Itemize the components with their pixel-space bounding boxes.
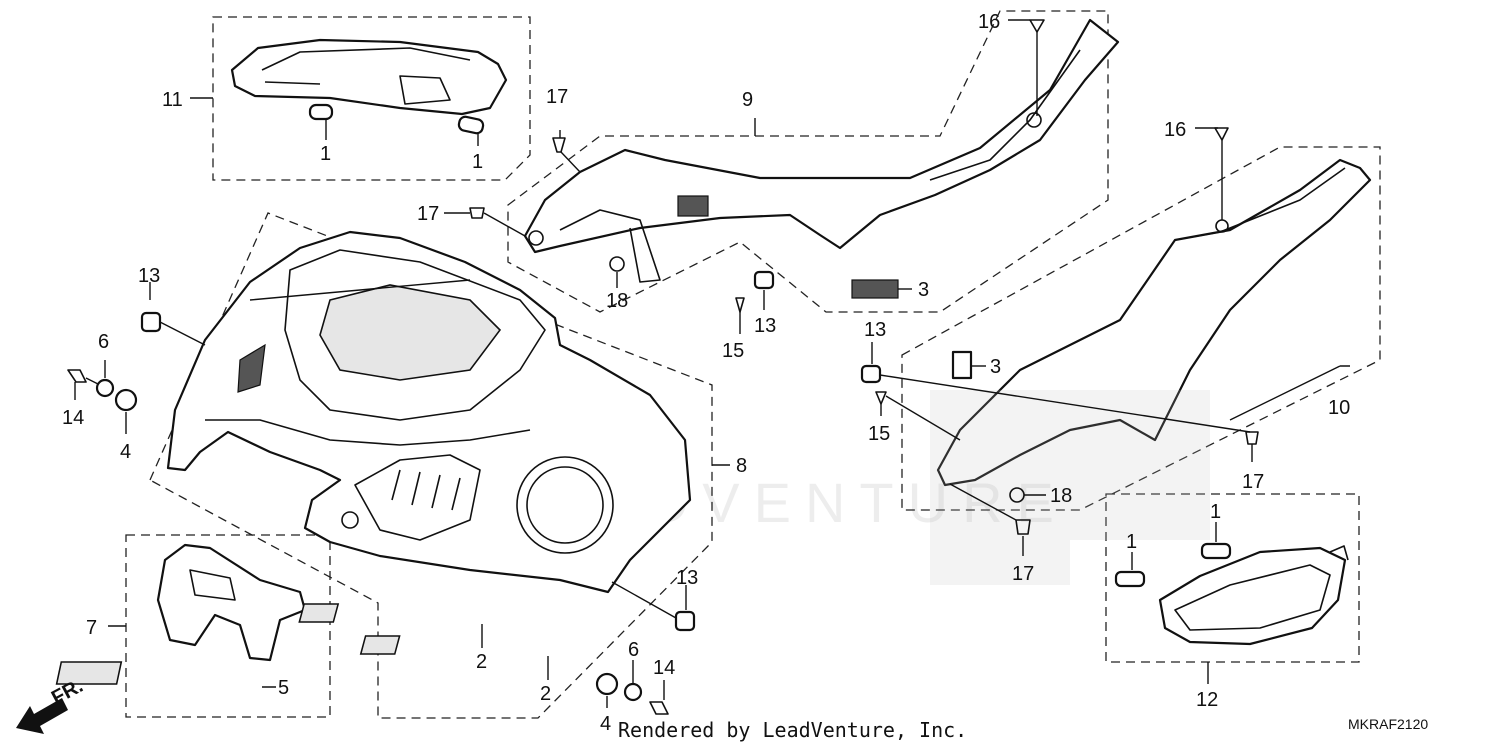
part-3-pad-b	[951, 350, 973, 380]
part-1-clip-a	[308, 103, 334, 121]
callout-4: 4	[600, 713, 611, 735]
part-14-screw-a	[67, 369, 87, 383]
part-13-nut-c	[674, 610, 696, 632]
callout-16: 16	[1164, 119, 1186, 141]
part-11-housing	[230, 38, 508, 116]
part-2-pad-b	[359, 635, 401, 655]
part-1-clip-b	[457, 115, 485, 135]
part-8-front-cowl	[166, 230, 692, 594]
part-2-pad-a	[298, 603, 340, 623]
callout-9: 9	[742, 89, 753, 111]
front-direction-arrow	[16, 698, 68, 734]
callout-14: 14	[62, 407, 84, 429]
part-6-washer-b	[623, 682, 643, 702]
part-5-pad	[55, 661, 123, 685]
callout-1: 1	[1210, 501, 1221, 523]
group-box-9	[507, 10, 1109, 313]
callout-15: 15	[722, 340, 744, 362]
callout-7: 7	[86, 617, 97, 639]
callout-17: 17	[1242, 471, 1264, 493]
callout-6: 6	[628, 639, 639, 661]
callout-13: 13	[754, 315, 776, 337]
part-15-screw-a	[735, 297, 745, 313]
callout-2: 2	[540, 683, 551, 705]
callout-5: 5	[278, 677, 289, 699]
part-17-bolt-a	[552, 137, 566, 153]
part-13-nut-b	[140, 311, 162, 333]
callout-8: 8	[736, 455, 747, 477]
group-box-8	[149, 212, 713, 719]
callout-6: 6	[98, 331, 109, 353]
callout-18: 18	[1050, 485, 1072, 507]
callout-17: 17	[1012, 563, 1034, 585]
callout-17: 17	[417, 203, 439, 225]
part-3-pad-a	[851, 279, 899, 299]
part-7-inner-cover	[156, 543, 307, 662]
callout-2: 2	[476, 651, 487, 673]
group-box-11	[212, 16, 531, 181]
part-1-clip-c	[1114, 570, 1146, 588]
diagram-code: MKRAF2120	[1348, 716, 1429, 732]
part-16-clip-a	[1029, 19, 1045, 33]
part-9-upper-cover	[523, 18, 1120, 283]
callout-12: 12	[1196, 689, 1218, 711]
callout-4: 4	[120, 441, 131, 463]
part-12-lamp-housing	[1158, 545, 1349, 646]
callout-18: 18	[606, 290, 628, 312]
callout-13: 13	[676, 567, 698, 589]
callout-13: 13	[864, 319, 886, 341]
callout-10: 10	[1328, 397, 1350, 419]
part-17-bolt-d	[1015, 519, 1031, 535]
part-14-screw-b	[649, 701, 669, 715]
callout-16: 16	[978, 11, 1000, 33]
part-10-lower-cover	[936, 158, 1372, 487]
part-1-clip-d	[1200, 542, 1232, 560]
part-16-clip-b	[1214, 127, 1229, 141]
part-13-nut-a	[753, 270, 775, 290]
group-box-12	[1105, 493, 1360, 663]
part-4-grommet-a	[114, 388, 138, 412]
callout-14: 14	[653, 657, 675, 679]
callout-15: 15	[868, 423, 890, 445]
part-13-nut-d	[860, 364, 882, 384]
part-18-grommet-a	[609, 256, 625, 272]
callout-3: 3	[918, 279, 929, 301]
part-17-bolt-c	[1245, 431, 1259, 445]
credit-text: Rendered by LeadVenture, Inc.	[618, 718, 968, 742]
part-17-bolt-b	[469, 207, 485, 219]
callout-3: 3	[990, 356, 1001, 378]
part-4-grommet-b	[595, 672, 619, 696]
callout-17: 17	[546, 86, 568, 108]
part-15-screw-b	[875, 391, 887, 405]
part-10-dot-shading	[930, 390, 1210, 585]
part-6-washer-a	[95, 378, 115, 398]
callout-11: 11	[162, 89, 183, 111]
callout-1: 1	[472, 151, 483, 173]
callout-13: 13	[138, 265, 160, 287]
callout-1: 1	[1126, 531, 1137, 553]
callout-1: 1	[320, 143, 331, 165]
